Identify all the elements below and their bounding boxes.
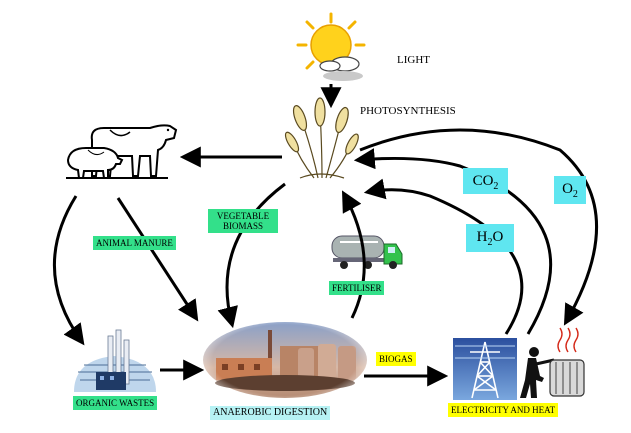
- electricity-and-heat-tag: ELECTRICITY AND HEAT: [448, 403, 559, 417]
- anaerobic-digestion-tag: ANAEROBIC DIGESTION: [210, 406, 331, 420]
- photosynthesis-label: PHOTOSYNTHESIS: [360, 105, 456, 117]
- arrow-digestion-to-wheat: [341, 190, 366, 319]
- h2o-o: O: [492, 229, 504, 245]
- o2-box: O2: [554, 176, 586, 204]
- animal-manure-tag: ANIMAL MANURE: [93, 236, 176, 250]
- biogas-plant-icon: [199, 318, 371, 402]
- arrow-h2o-to-wheat: [363, 178, 524, 335]
- co2-sub: 2: [493, 181, 499, 192]
- power-pylon-icon: [453, 338, 517, 400]
- arrow-wheat-to-digestion: [217, 182, 286, 329]
- h2o-sub: 2: [487, 237, 493, 248]
- vegetable-biomass-line1: VEGETABLE: [216, 211, 270, 221]
- livestock-icon: [66, 124, 178, 179]
- biogas-tag: BIOGAS: [376, 352, 416, 366]
- h2o-h: H: [476, 229, 488, 245]
- co2-box: CO2: [463, 168, 508, 194]
- fertiliser-tag: FERTILISER: [329, 281, 385, 295]
- o2-sub: 2: [572, 189, 578, 200]
- vegetable-biomass-tag: VEGETABLE BIOMASS: [208, 209, 278, 233]
- arrow-livestock-to-organic-wastes: [52, 195, 85, 346]
- tanker-truck-icon: [331, 235, 403, 269]
- vegetable-biomass-line2: BIOMASS: [222, 221, 263, 231]
- co2-main: CO: [472, 173, 494, 189]
- waste-plant-icon: [74, 329, 156, 392]
- arrow-manure-to-digestion: [116, 197, 199, 322]
- wheat-icon: [284, 97, 359, 179]
- h2o-box: H2O: [466, 224, 514, 252]
- arrow-wheat-to-o2: [359, 128, 599, 326]
- sun-icon: [296, 12, 366, 81]
- radiator-icon: [520, 327, 585, 398]
- organic-wastes-tag: ORGANIC WASTES: [73, 396, 158, 410]
- light-label: LIGHT: [397, 54, 430, 66]
- o2-main: O: [562, 181, 573, 197]
